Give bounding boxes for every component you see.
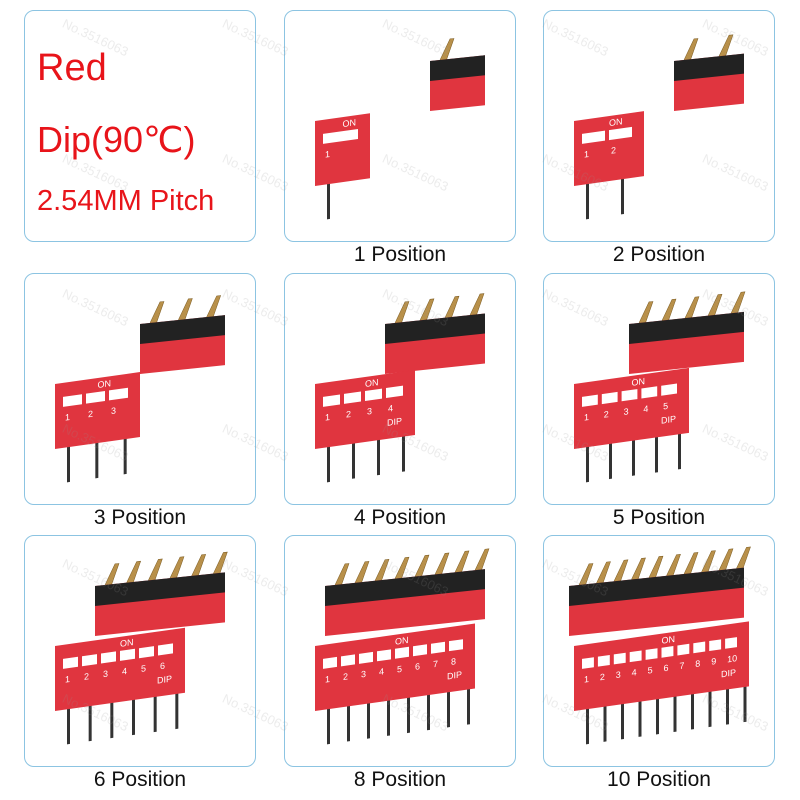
- position-number: 2: [600, 672, 605, 683]
- position-label: 5 Position: [612, 506, 706, 529]
- position-label: 10 Position: [607, 768, 711, 791]
- on-marking: ON: [632, 376, 645, 388]
- on-marking: ON: [343, 117, 356, 129]
- on-marking: ON: [120, 637, 133, 649]
- position-label: 2 Position: [612, 243, 706, 266]
- position-number: 5: [397, 664, 402, 675]
- position-label: 4 Position: [353, 506, 447, 529]
- position-number: 5: [141, 663, 146, 674]
- position-label: 3 Position: [93, 506, 187, 529]
- position-number: 3: [367, 406, 372, 417]
- dip-switch-image: 1 2 3 4 5 ON DIP: [574, 291, 746, 483]
- position-number: 9: [711, 656, 716, 667]
- dip-marking: DIP: [387, 416, 402, 428]
- position-label: 6 Position: [93, 768, 187, 791]
- position-number: 3: [616, 669, 621, 680]
- product-cell: 1 2 3 4 5 6 7 8 ON DIP: [284, 535, 516, 767]
- position-number: 6: [415, 661, 420, 672]
- product-cell: 1 2 3 4 5 ON DIP: [543, 273, 775, 505]
- position-number: 1: [65, 412, 70, 423]
- position-number: 2: [604, 409, 609, 420]
- dip-marking: DIP: [447, 669, 462, 681]
- position-number: 2: [84, 671, 89, 682]
- product-cell: 1 2 3 4 ON DIP: [284, 273, 516, 505]
- pitch-text: 2.54MM Pitch: [37, 185, 215, 217]
- position-number: 6: [664, 663, 669, 674]
- position-number: 4: [379, 666, 384, 677]
- position-number: 2: [88, 409, 93, 420]
- position-number: 6: [160, 661, 165, 672]
- position-number: 7: [679, 661, 684, 672]
- position-number: 4: [122, 666, 127, 677]
- position-number: 1: [325, 674, 330, 685]
- position-number: 4: [388, 403, 393, 414]
- position-number: 2: [346, 409, 351, 420]
- on-marking: ON: [98, 378, 111, 390]
- dip-switch-image: 1 2 3 ON: [55, 295, 225, 483]
- position-number: 5: [663, 401, 668, 412]
- dip-marking: DIP: [721, 667, 736, 679]
- type-text: Dip(90℃): [37, 119, 196, 160]
- position-label: 1 Position: [353, 243, 447, 266]
- on-marking: ON: [662, 634, 675, 646]
- product-cell: 1 ON: [284, 10, 516, 242]
- position-number: 8: [451, 656, 456, 667]
- dip-switch-image: 1 2 3 4 ON DIP: [315, 293, 485, 483]
- position-number: 1: [584, 674, 589, 685]
- product-cell: 1 2 3 ON: [24, 273, 256, 505]
- position-number: 3: [111, 405, 116, 416]
- position-label: 8 Position: [353, 768, 447, 791]
- on-marking: ON: [395, 635, 408, 647]
- dip-switch-image: 1 2 ON: [574, 34, 744, 220]
- dip-marking: DIP: [661, 414, 676, 426]
- product-cell: 1 2 3 4 5 6 ON DIP: [24, 535, 256, 767]
- on-marking: ON: [365, 377, 378, 389]
- product-cell: 1 2 ON: [543, 10, 775, 242]
- position-number: 2: [343, 671, 348, 682]
- position-number: 1: [584, 412, 589, 423]
- on-marking: ON: [609, 116, 622, 128]
- dip-switch-image: 1 2 3 4 5 6 7 8 ON DIP: [315, 548, 490, 745]
- position-number: 3: [624, 406, 629, 417]
- dip-switch-image: 1 2 3 4 5 6 ON DIP: [55, 551, 228, 745]
- color-text: Red: [37, 47, 107, 89]
- position-number: 5: [648, 665, 653, 676]
- intro-cell: Red Dip(90℃) 2.54MM Pitch: [24, 10, 256, 242]
- position-number: 3: [103, 669, 108, 680]
- dip-marking: DIP: [157, 674, 172, 686]
- position-number: 1: [325, 412, 330, 423]
- position-number: 2: [611, 145, 616, 156]
- position-number: 1: [584, 149, 589, 160]
- position-number: 1: [65, 674, 70, 685]
- position-number: 10: [727, 653, 737, 664]
- dip-switch-image: 1 ON: [315, 38, 485, 220]
- position-number: 7: [433, 659, 438, 670]
- position-number: 1: [325, 149, 330, 160]
- position-number: 4: [632, 667, 637, 678]
- position-number: 8: [695, 658, 700, 669]
- position-number: 3: [361, 669, 366, 680]
- position-number: 4: [643, 404, 648, 415]
